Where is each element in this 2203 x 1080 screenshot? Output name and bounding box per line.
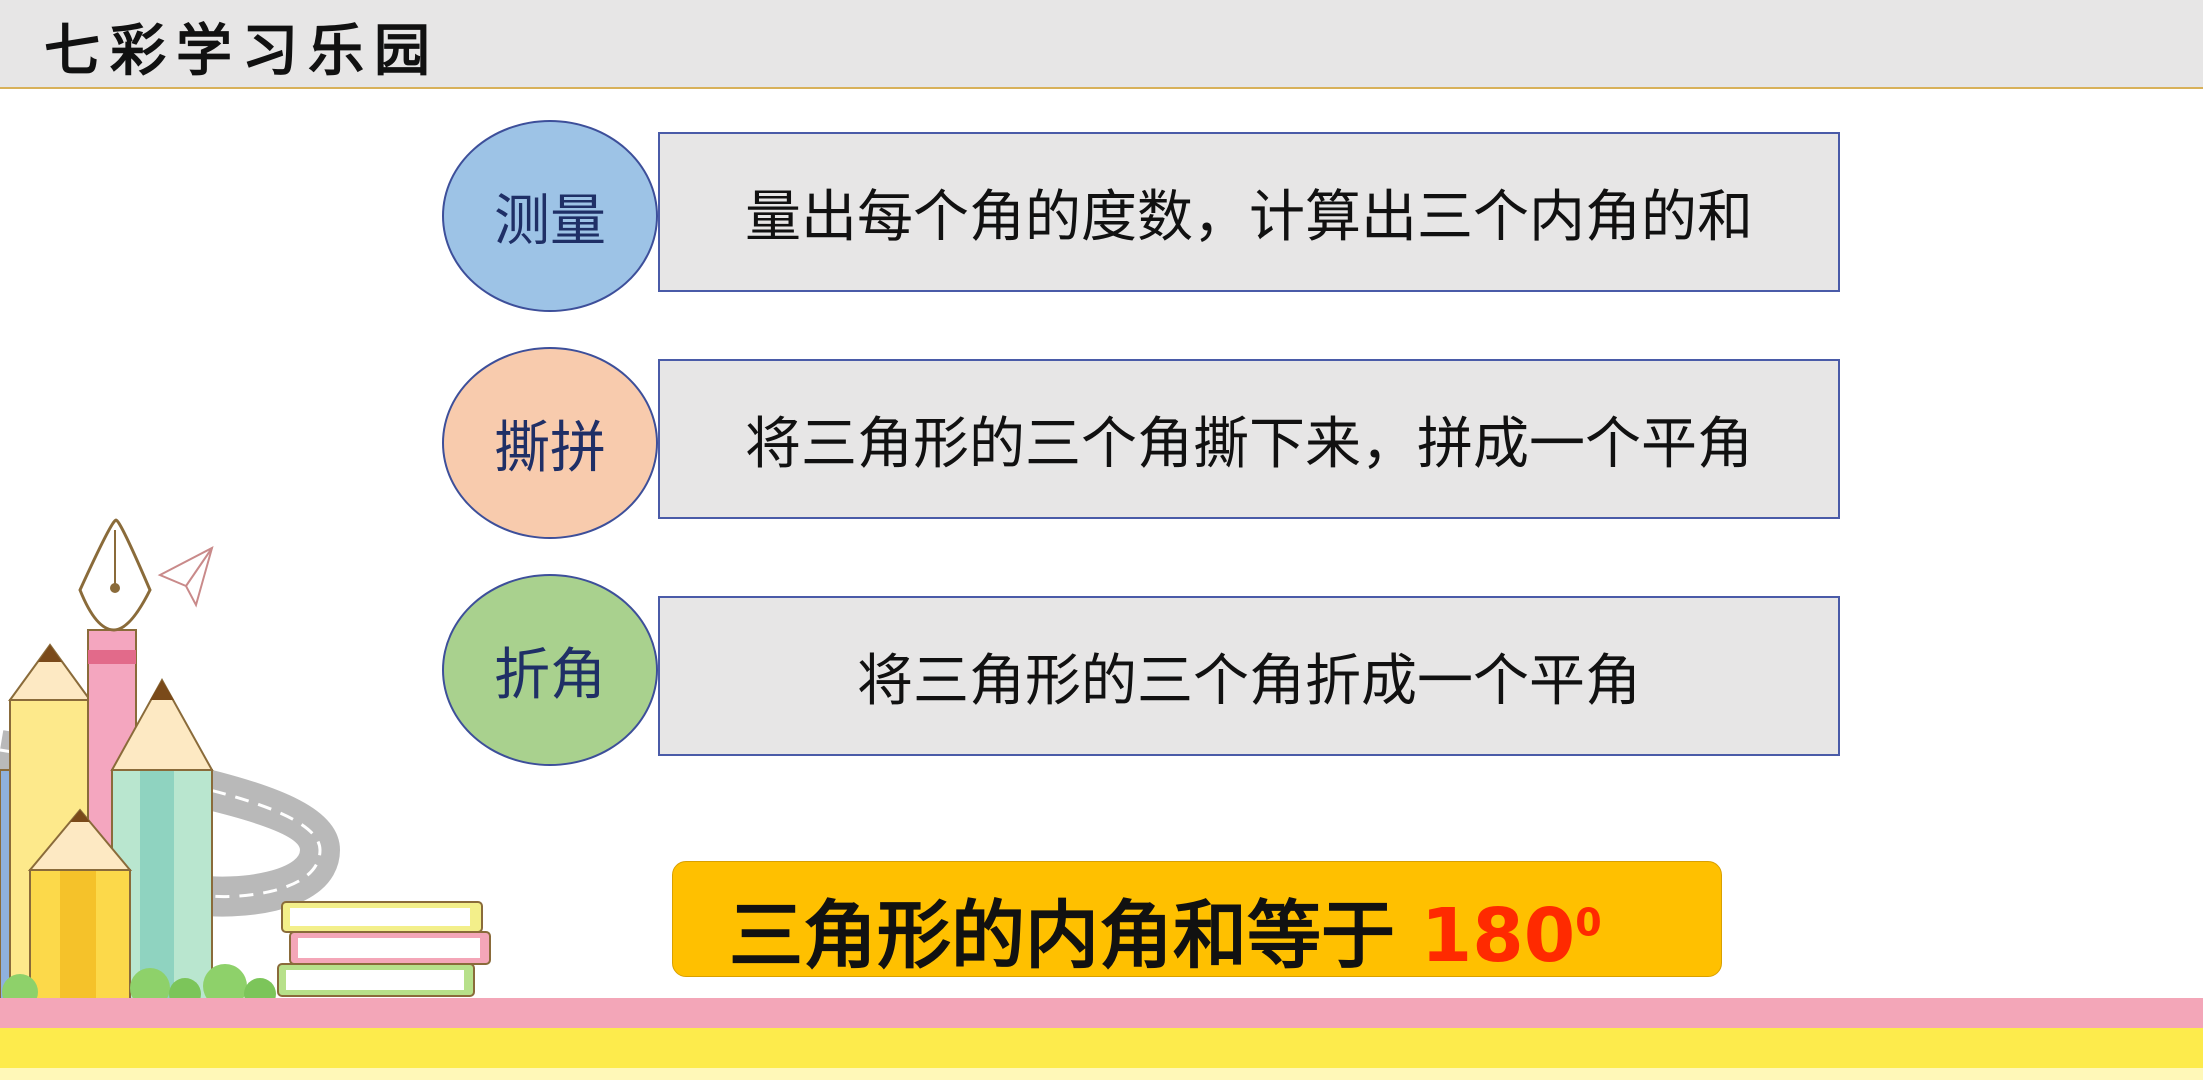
bottom-band-yellow [0, 1028, 2203, 1068]
conclusion-line: 三角形的内角和等于 1800 [729, 876, 1602, 983]
header-bar: 七彩学习乐园 [0, 0, 2203, 89]
method-measure-label: 测量 [494, 188, 606, 254]
pencil-icon [27, 808, 133, 1006]
paper-plane-icon [157, 546, 214, 608]
method-fold-description: 将三角形的三个角折成一个平角 [857, 648, 1641, 714]
page-title: 七彩学习乐园 [44, 19, 440, 84]
method-tear-description: 将三角形的三个角撕下来，拼成一个平角 [745, 411, 1753, 477]
method-tear-description-box: 将三角形的三个角撕下来，拼成一个平角 [658, 359, 1840, 519]
conclusion-value: 180 [1420, 893, 1576, 979]
bottom-band-pink [0, 998, 2203, 1028]
method-tear-label: 撕拼 [494, 415, 606, 481]
method-measure-description: 量出每个角的度数，计算出三个内角的和 [745, 184, 1753, 250]
books-icon [277, 901, 491, 997]
conclusion-box: 三角形的内角和等于 1800 [672, 861, 1722, 979]
method-fold-description-box: 将三角形的三个角折成一个平角 [658, 596, 1840, 756]
method-fold-oval: 折角 [442, 574, 658, 766]
stationery-illustration [0, 518, 491, 1010]
method-fold-label: 折角 [494, 642, 606, 708]
conclusion-degree-superscript: 0 [1575, 900, 1602, 945]
method-measure-oval: 测量 [442, 120, 658, 312]
method-measure-description-box: 量出每个角的度数，计算出三个内角的和 [658, 132, 1840, 292]
method-tear-oval: 撕拼 [442, 347, 658, 539]
bottom-band-light [0, 1068, 2203, 1080]
conclusion-text: 三角形的内角和等于 [729, 893, 1421, 979]
